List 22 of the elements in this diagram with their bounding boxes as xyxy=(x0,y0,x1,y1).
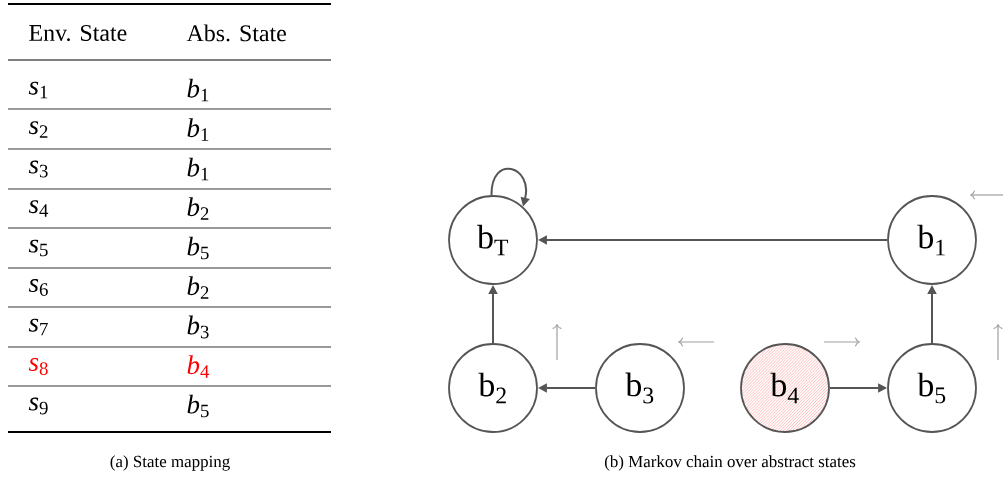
table-header: Abs. State xyxy=(186,24,286,42)
table-cell: s$_{2}$ xyxy=(28,121,48,138)
table-cell: s$_{6}$ xyxy=(28,279,48,296)
table-cell: s$_{5}$ xyxy=(28,239,48,257)
table-cell: b$_{1}$ xyxy=(187,118,209,141)
table-cell: b$_{1}$ xyxy=(187,78,209,102)
table-cell: b$_{3}$ xyxy=(187,315,209,339)
table-cell: s$_{3}$ xyxy=(28,160,48,178)
caption: (b) Markov chain over abstract states xyxy=(604,455,856,471)
table-cell: s$_{8}$ xyxy=(28,358,48,375)
table-cell: b$_{1}$ xyxy=(187,157,209,181)
caption: (a) State mapping xyxy=(110,455,230,471)
table-cell: b$_{2}$ xyxy=(187,276,209,299)
table-cell: b$_{5}$ xyxy=(187,394,209,418)
table-cell: s$_{9}$ xyxy=(28,397,48,415)
table-cell: b$_{2}$ xyxy=(187,197,209,220)
table-cell: b$_{5}$ xyxy=(187,236,209,260)
table-cell: s$_{7}$ xyxy=(28,318,48,336)
table-cell: b$_{4}$ xyxy=(187,355,210,378)
table-cell: s$_{4}$ xyxy=(28,200,49,217)
table-cell: s$_{1}$ xyxy=(28,81,48,99)
table-header: Env. State xyxy=(29,24,127,42)
